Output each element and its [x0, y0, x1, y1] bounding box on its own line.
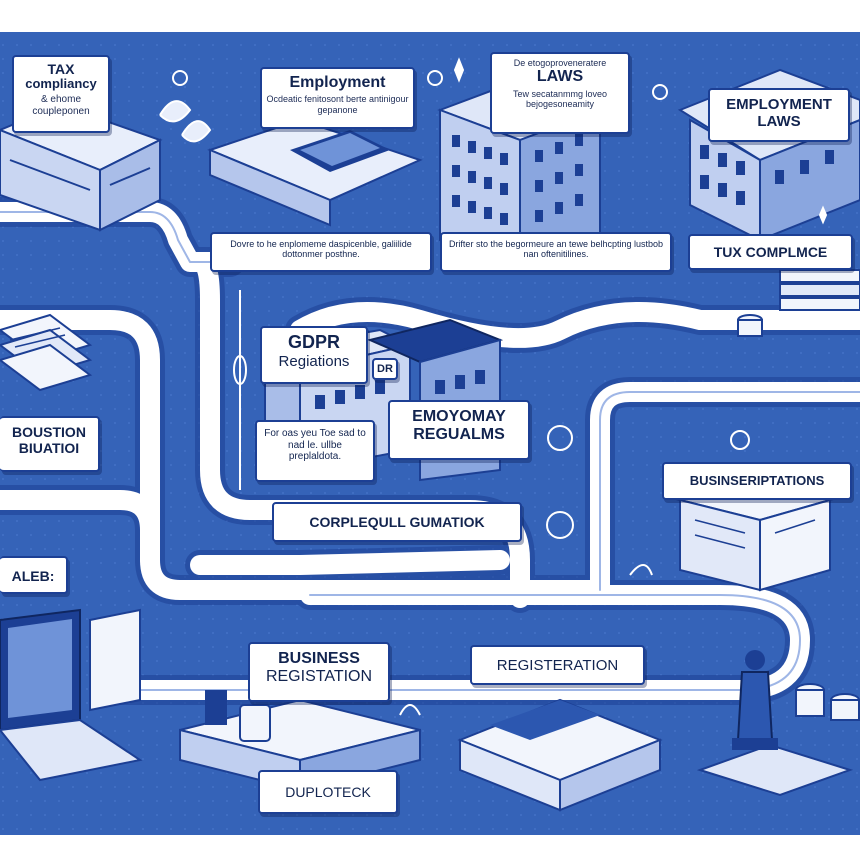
businscriptions-text: BUSINSERIPTATIONS [664, 474, 850, 489]
employment-laws-card: EMPLOYMENT LAWS [708, 88, 850, 142]
employmay-line2: REGUALMS [390, 426, 528, 444]
dr-sign: DR [372, 358, 398, 380]
bousition-line2: BIUATIOI [0, 440, 98, 456]
tax-compliance-card: TAX compliancy & ehome coupleponen [12, 55, 110, 133]
business-registation-line2: REGISTATION [250, 668, 388, 686]
tax-compliance-line3: & ehome [14, 94, 108, 106]
note-card-text: For oas yeu Toe sad to nad le. ullbe pre… [264, 428, 366, 462]
tax-compliance-line2: compliancy [14, 77, 108, 92]
gdpr-line2: Regiations [262, 353, 366, 370]
business-registation-line1: BUSINESS [250, 650, 388, 668]
tux-compliance-card: TUX COMPLMCE [688, 234, 853, 270]
tax-compliance-line4: coupleponen [14, 106, 108, 118]
tux-compliance-text: TUX COMPLMCE [690, 244, 851, 260]
business-registation-card: BUSINESS REGISTATION [248, 642, 390, 702]
employment-card-sub: Ocdeatic fenitosont berte antinigour gep… [262, 94, 413, 115]
businscriptions-card: BUSINSERIPTATIONS [662, 462, 852, 500]
banner-left: Dovre to he enplomeme daspicenble, galii… [210, 232, 432, 272]
laws-card-pre: De etogoproveneratere [492, 58, 628, 68]
tax-compliance-line1: TAX [14, 61, 108, 77]
employment-laws-line2: LAWS [710, 113, 848, 130]
aleb-tag: ALEB: [0, 556, 68, 594]
employment-laws-line1: EMPLOYMENT [710, 96, 848, 113]
corplequl-text: CORPLEQULL GUMATIOK [274, 514, 520, 530]
note-card: For oas yeu Toe sad to nad le. ullbe pre… [255, 420, 375, 482]
banner-left-text: Dovre to he enplomeme daspicenble, galii… [230, 239, 412, 259]
employmay-line1: EMOYOMAY [390, 408, 528, 426]
employmay-card: EMOYOMAY REGUALMS [388, 400, 530, 460]
gdpr-line1: GDPR [262, 332, 366, 353]
bousition-card: BOUSTION BIUATIOI [0, 416, 100, 472]
laws-card-title: LAWS [492, 68, 628, 86]
employment-card: Employment Ocdeatic fenitosont berte ant… [260, 67, 415, 129]
aleb-text: ALEB: [0, 568, 66, 584]
laws-card-sub: Tew secatanmmg loveo bejogesoneamity [492, 89, 628, 110]
document-pile-right [780, 270, 860, 310]
registeration-card: REGISTERATION [470, 645, 645, 685]
corplequl-bar: CORPLEQULL GUMATIOK [272, 502, 522, 542]
top-frame [0, 0, 860, 32]
bottom-frame [0, 835, 860, 860]
gdpr-card: GDPR Regiations [260, 326, 368, 384]
employment-card-title: Employment [262, 74, 413, 92]
duploteck-text: DUPLOTECK [260, 784, 396, 800]
duploteck-card: DUPLOTECK [258, 770, 398, 814]
laws-card: De etogoproveneratere LAWS Tew secatanmm… [490, 52, 630, 134]
banner-right-text: Drifter sto the begormeure an tewe belhc… [449, 239, 663, 259]
registeration-text: REGISTERATION [472, 657, 643, 674]
dr-sign-text: DR [374, 363, 396, 376]
banner-right: Drifter sto the begormeure an tewe belhc… [440, 232, 672, 272]
laptop-bottom-left [0, 610, 140, 780]
bousition-line1: BOUSTION [0, 424, 98, 440]
